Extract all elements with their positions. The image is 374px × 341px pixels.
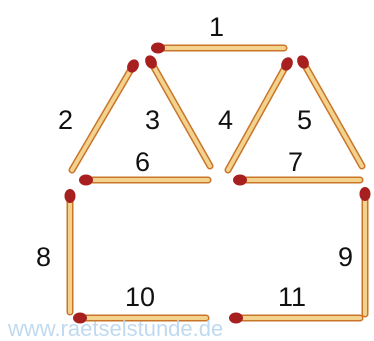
matchstick-body [301, 60, 364, 168]
watermark-text: www.raetselstunde.de [7, 316, 223, 341]
match-label-1: 1 [209, 12, 224, 42]
matchstick-2[interactable] [68, 57, 141, 174]
match-head [127, 59, 139, 73]
match-head [297, 55, 309, 69]
matchstick-6[interactable] [79, 174, 212, 186]
matchstick-9[interactable] [359, 187, 371, 318]
matchstick-3[interactable] [143, 53, 214, 170]
match-label-9: 9 [338, 242, 353, 272]
match-head [145, 55, 157, 69]
matchstick-body [226, 62, 289, 172]
match-label-7: 7 [288, 147, 303, 177]
matchstick-5[interactable] [295, 53, 366, 170]
match-head [281, 57, 293, 71]
match-label-8: 8 [36, 242, 51, 272]
matchstick-11[interactable] [229, 312, 364, 324]
match-label-5: 5 [297, 105, 312, 135]
matchstick-body [149, 60, 212, 168]
match-head [79, 174, 93, 186]
matchstick-4[interactable] [224, 55, 295, 174]
match-label-2: 2 [58, 105, 73, 135]
matchsticks-group [64, 42, 371, 324]
match-label-6: 6 [135, 147, 150, 177]
match-head [151, 42, 165, 54]
matchstick-10[interactable] [73, 312, 210, 324]
matchstick-body [70, 64, 135, 172]
match-head [229, 312, 243, 324]
matchstick-8[interactable] [64, 189, 76, 316]
match-label-4: 4 [218, 105, 233, 135]
match-head [359, 187, 371, 201]
match-head [233, 174, 247, 186]
match-label-10: 10 [125, 282, 155, 312]
match-head [73, 312, 87, 324]
match-label-11: 11 [278, 282, 306, 312]
matchstick-7[interactable] [233, 174, 364, 186]
match-head [64, 189, 76, 203]
matchstick-1[interactable] [151, 42, 288, 54]
match-label-3: 3 [145, 105, 160, 135]
